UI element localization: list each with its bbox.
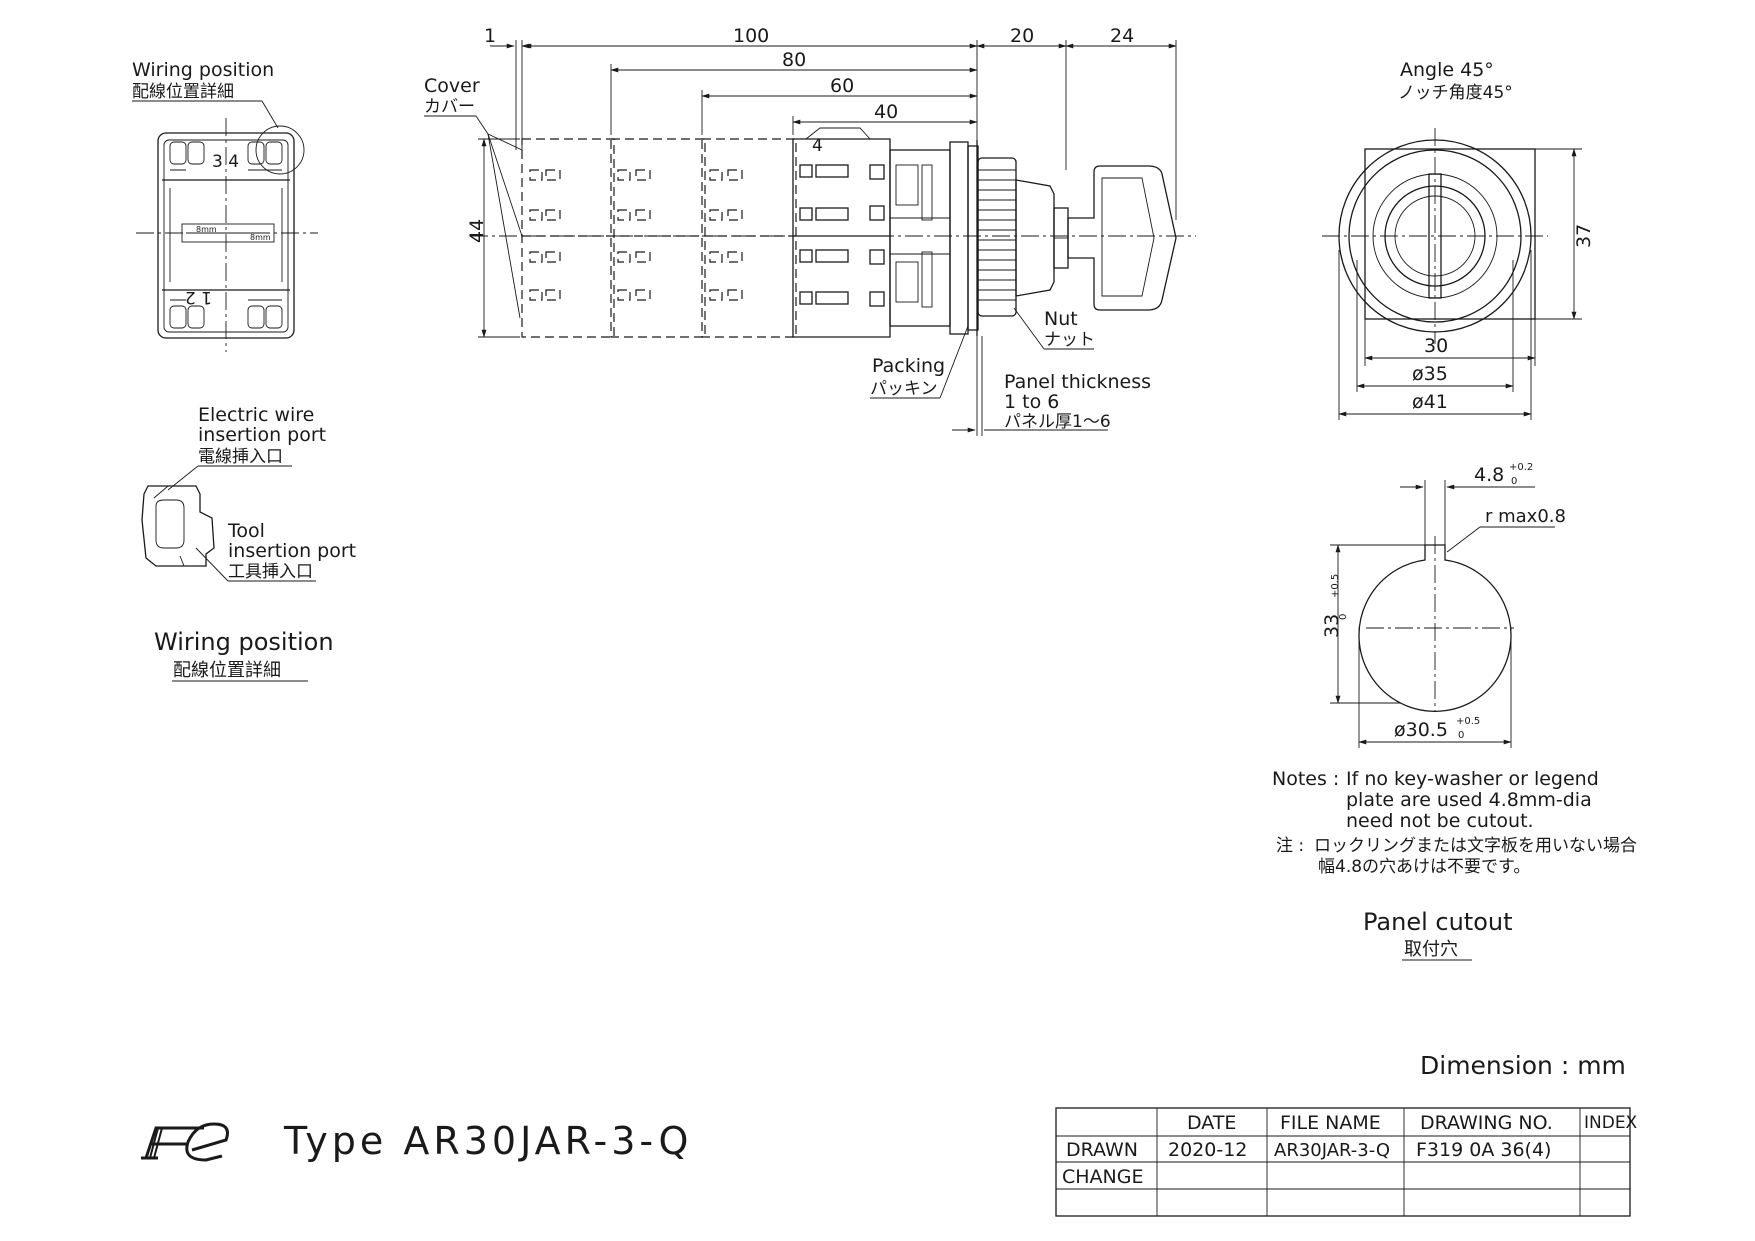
notes-ja-line-2: 幅4.8の穴あけは不要です。 [1318, 857, 1530, 877]
tb-header-drawing-no: DRAWING NO. [1420, 1112, 1553, 1134]
notes-line-3: need not be cutout. [1346, 810, 1534, 832]
notes-label: Notes : [1272, 768, 1339, 790]
wiring-title-ja: 配線位置詳細 [173, 660, 281, 681]
angle-label-en: Angle 45° [1400, 59, 1494, 81]
terminal-numbers-bottom: 1 2 [185, 287, 212, 307]
svg-text:8mm: 8mm [250, 233, 271, 242]
side-view: 1 100 20 24 80 60 40 44 Cover カバー [424, 25, 1196, 436]
notes: Notes : If no key-washer or legend plate… [1272, 768, 1637, 961]
title-block: DATE FILE NAME DRAWING NO. INDEX DRAWN 2… [1055, 1107, 1638, 1217]
dim-35: ø35 [1412, 363, 1448, 385]
tb-row-drawn-number: F319 0A 36(4) [1416, 1139, 1551, 1161]
dim-44: 44 [466, 219, 488, 243]
tool-port-label-ja: 工具挿入口 [228, 562, 313, 582]
packing-label-ja: パッキン [870, 379, 938, 399]
type-label: Type AR30JAR-3-Q [283, 1119, 692, 1163]
dim-80: 80 [782, 49, 806, 71]
fe-logo [141, 1122, 229, 1162]
notes-ja-label: 注 : [1276, 836, 1304, 856]
dim-60: 60 [830, 75, 854, 97]
dim-20: 20 [1010, 25, 1034, 47]
tb-header-file-name: FILE NAME [1280, 1112, 1381, 1134]
cover-label-en: Cover [424, 75, 480, 97]
nut-knurl [978, 169, 1016, 301]
panel-thickness-en-2: 1 to 6 [1004, 391, 1059, 413]
panel-thickness-ja: パネル厚1〜6 [1004, 412, 1111, 432]
dim-37: 37 [1573, 224, 1595, 248]
tb-row-drawn-label: DRAWN [1066, 1139, 1138, 1161]
wire-port-label-en-2: insertion port [198, 424, 326, 446]
dim-40: 40 [874, 101, 898, 123]
insertion-port-detail: Electric wire insertion port 電線挿入口 Tool … [141, 404, 356, 682]
front-view: Angle 45° ノッチ角度45° 37 30 ø35 ø41 [1322, 59, 1595, 420]
slot-width: 4.8 [1474, 464, 1504, 486]
tb-header-index: INDEX [1584, 1113, 1638, 1133]
panel-cutout-view: 4.8 +0.2 0 r max0.8 33 +0.5 0 ø30.5 +0.5… [1321, 462, 1566, 748]
dim-1: 1 [484, 25, 496, 47]
height-tol-lower: 0 [1338, 614, 1349, 620]
panel-thickness-en-1: Panel thickness [1004, 371, 1151, 393]
dashed-terminals [529, 169, 743, 301]
tb-header-date: DATE [1187, 1112, 1236, 1134]
wiring-callout-ja: 配線位置詳細 [132, 82, 234, 102]
tool-port-label-en-2: insertion port [228, 540, 356, 562]
dimension-unit: Dimension : mm [1420, 1051, 1626, 1080]
wiring-detail-view: Wiring position 配線位置詳細 8mm 8mm 3 4 1 2 [132, 59, 318, 352]
wire-port-label-en-1: Electric wire [198, 404, 314, 426]
diameter-tol-upper: +0.5 [1456, 716, 1480, 727]
dim-30: 30 [1424, 335, 1448, 357]
tb-row-drawn-date: 2020-12 [1168, 1139, 1247, 1161]
cutout-diameter: ø30.5 [1394, 719, 1448, 741]
wiring-title-en: Wiring position [154, 628, 334, 656]
cutout-title-en: Panel cutout [1363, 908, 1513, 936]
nut-label-ja: ナット [1044, 330, 1095, 350]
cutout-title-ja: 取付穴 [1404, 939, 1458, 960]
slot-tol-upper: +0.2 [1509, 462, 1533, 473]
block-label: 4 [812, 136, 823, 156]
cutout-height: 33 [1321, 614, 1343, 638]
notes-line-1: If no key-washer or legend [1346, 768, 1599, 790]
radius-label: r max0.8 [1485, 506, 1566, 527]
nut-label-en: Nut [1044, 308, 1078, 330]
notes-line-2: plate are used 4.8mm-dia [1346, 789, 1592, 811]
diameter-tol-lower: 0 [1458, 730, 1464, 741]
dim-24: 24 [1110, 25, 1134, 47]
wire-port-label-ja: 電線挿入口 [198, 447, 283, 467]
tool-port-label-en-1: Tool [227, 520, 265, 542]
notes-ja-line-1: ロックリングまたは文字板を用いない場合 [1314, 836, 1637, 856]
terminal-numbers-top: 3 4 [212, 152, 239, 172]
angle-label-ja: ノッチ角度45° [1398, 83, 1513, 103]
wiring-callout-en: Wiring position [132, 59, 274, 81]
dim-41: ø41 [1412, 391, 1448, 413]
height-tol-upper: +0.5 [1330, 574, 1341, 598]
dim-100: 100 [733, 25, 769, 47]
packing-label-en: Packing [872, 355, 945, 377]
svg-text:8mm: 8mm [196, 225, 217, 234]
slot-tol-lower: 0 [1511, 476, 1517, 487]
tb-row-change-label: CHANGE [1062, 1166, 1144, 1188]
tb-row-drawn-file: AR30JAR-3-Q [1274, 1140, 1390, 1161]
cover-label-ja: カバー [424, 97, 475, 117]
